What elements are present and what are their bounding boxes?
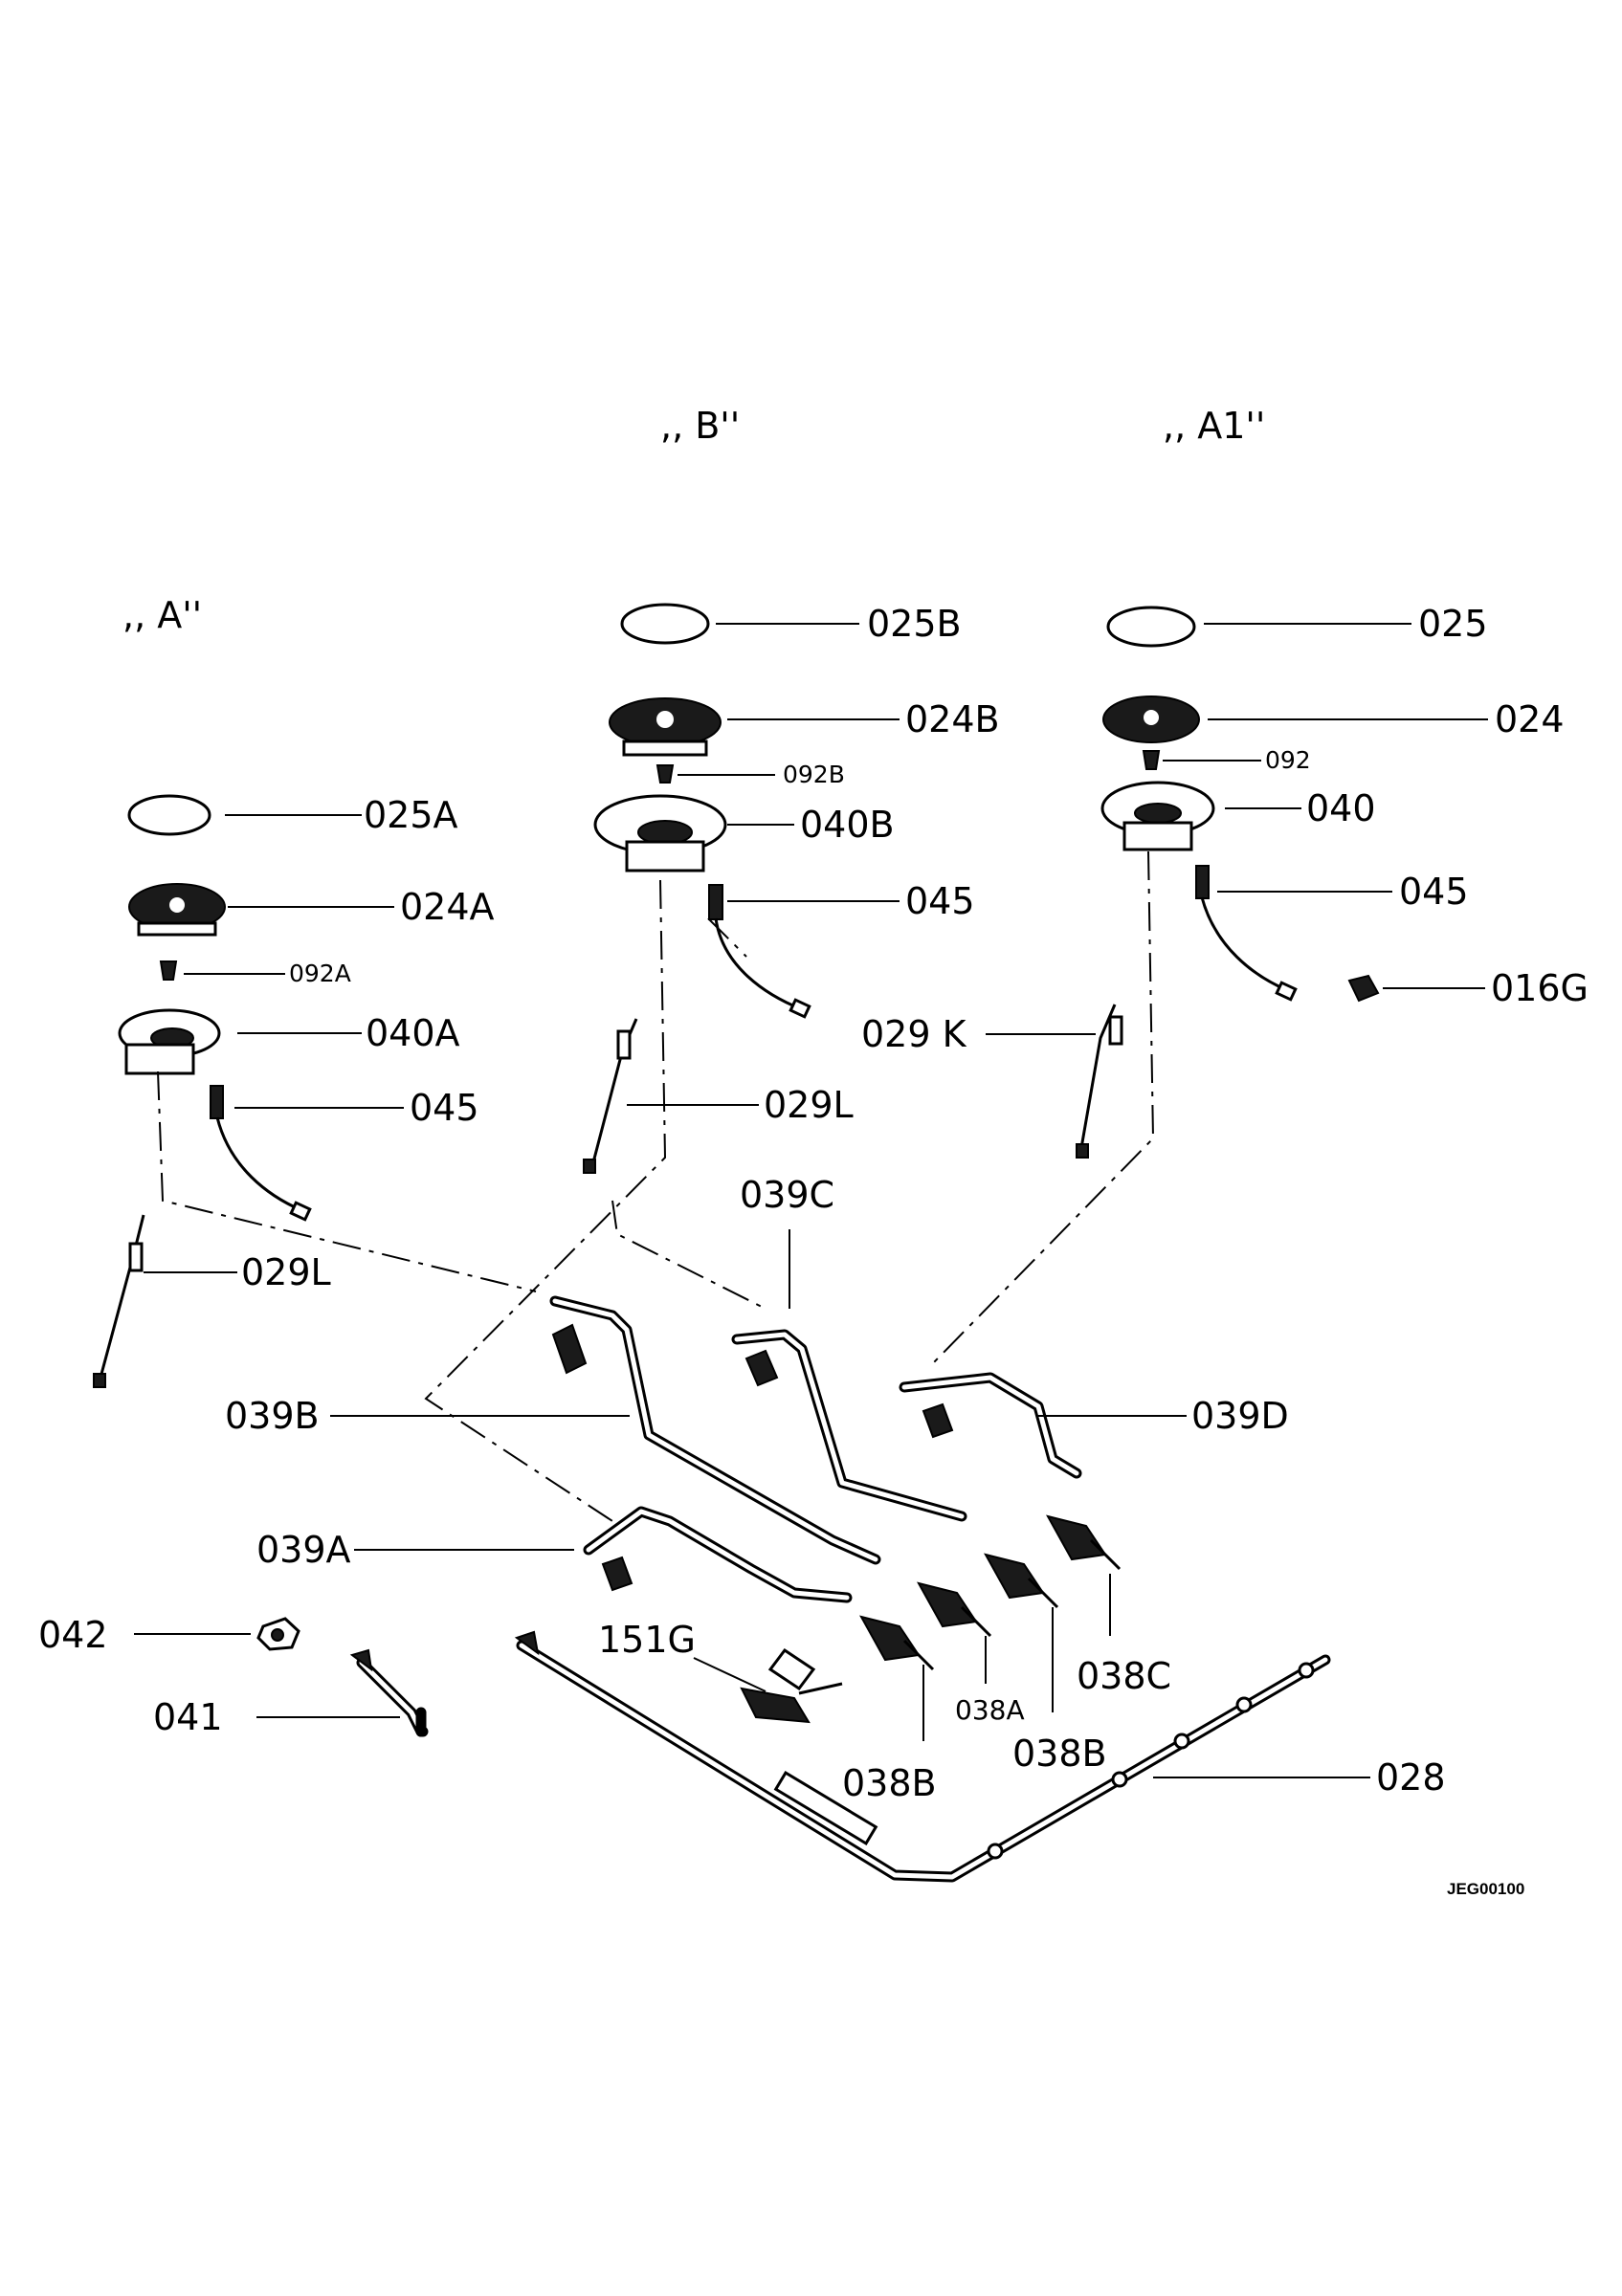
label-025b: 025B xyxy=(867,603,962,645)
tap-038b-left xyxy=(859,1615,921,1662)
ignition-part-151g xyxy=(767,1647,816,1691)
label-038b-left: 038B xyxy=(842,1762,937,1804)
label-045-a: 045 xyxy=(410,1087,479,1129)
burner-a1-parts xyxy=(1100,606,1380,1003)
assembly-guide-lines xyxy=(157,850,1155,1522)
burner-a-parts xyxy=(118,794,312,1222)
thermocouple-leads xyxy=(93,1004,1123,1388)
spreader-legs-024a xyxy=(137,921,217,937)
group-label-b: ,, B'' xyxy=(660,405,740,447)
drawing-code: JEG00100 xyxy=(1447,1880,1524,1898)
thermocouple-045-a1 xyxy=(1195,865,1210,899)
injector-092b xyxy=(655,764,675,784)
label-029k: 029 K xyxy=(861,1013,967,1055)
label-092a: 092A xyxy=(289,960,351,987)
label-029l-b: 029L xyxy=(764,1084,854,1126)
injector-092a xyxy=(159,960,178,981)
label-040: 040 xyxy=(1306,787,1376,829)
label-024b: 024B xyxy=(905,698,1000,740)
label-024: 024 xyxy=(1495,698,1565,740)
burner-cap-025 xyxy=(1106,606,1196,648)
label-039a: 039A xyxy=(256,1529,351,1571)
group-label-a1: ,, A1'' xyxy=(1163,405,1265,447)
injector-092 xyxy=(1142,750,1161,770)
label-092: 092 xyxy=(1265,746,1311,774)
part-016g xyxy=(1347,974,1380,1003)
gas-taps xyxy=(740,1514,1122,1724)
group-label-a: ,, A'' xyxy=(122,594,202,636)
label-040a: 040A xyxy=(366,1012,460,1054)
label-038c: 038C xyxy=(1077,1655,1171,1697)
label-151g: 151G xyxy=(598,1619,696,1661)
label-045-a1: 045 xyxy=(1399,871,1469,913)
burner-body-040a xyxy=(124,1043,195,1075)
label-025: 025 xyxy=(1418,603,1488,645)
gas-manifold-028 xyxy=(514,1630,1331,1883)
small-fittings xyxy=(256,1617,429,1737)
label-028: 028 xyxy=(1376,1756,1446,1799)
thermocouple-045-a xyxy=(210,1085,224,1119)
label-024a: 024A xyxy=(400,886,495,928)
label-045-b: 045 xyxy=(905,880,975,922)
label-039d: 039D xyxy=(1191,1395,1289,1437)
tap-038b-right xyxy=(984,1553,1045,1600)
burner-cap-025a xyxy=(127,794,211,836)
label-038b-right: 038B xyxy=(1012,1733,1107,1775)
tap-038a xyxy=(917,1581,978,1628)
thermocouple-045-b xyxy=(708,884,723,920)
label-025a: 025A xyxy=(364,794,458,836)
label-041: 041 xyxy=(153,1696,223,1738)
burner-body-040b xyxy=(625,840,705,872)
burner-b-parts xyxy=(593,603,811,1019)
label-039c: 039C xyxy=(740,1174,834,1216)
label-029l-a: 029L xyxy=(241,1251,331,1293)
label-040b: 040B xyxy=(800,804,895,846)
label-039b: 039B xyxy=(225,1395,320,1437)
burner-body-040 xyxy=(1122,821,1193,851)
burner-cap-025b xyxy=(620,603,710,645)
lead-029l-a xyxy=(99,1214,145,1379)
label-042: 042 xyxy=(38,1614,108,1656)
spreader-legs-024b xyxy=(622,740,708,757)
label-038a: 038A xyxy=(955,1694,1025,1726)
tap-038c xyxy=(1046,1514,1107,1561)
label-092b: 092B xyxy=(783,761,845,788)
label-016g: 016G xyxy=(1491,967,1589,1009)
gas-pipes xyxy=(549,1295,1082,1603)
